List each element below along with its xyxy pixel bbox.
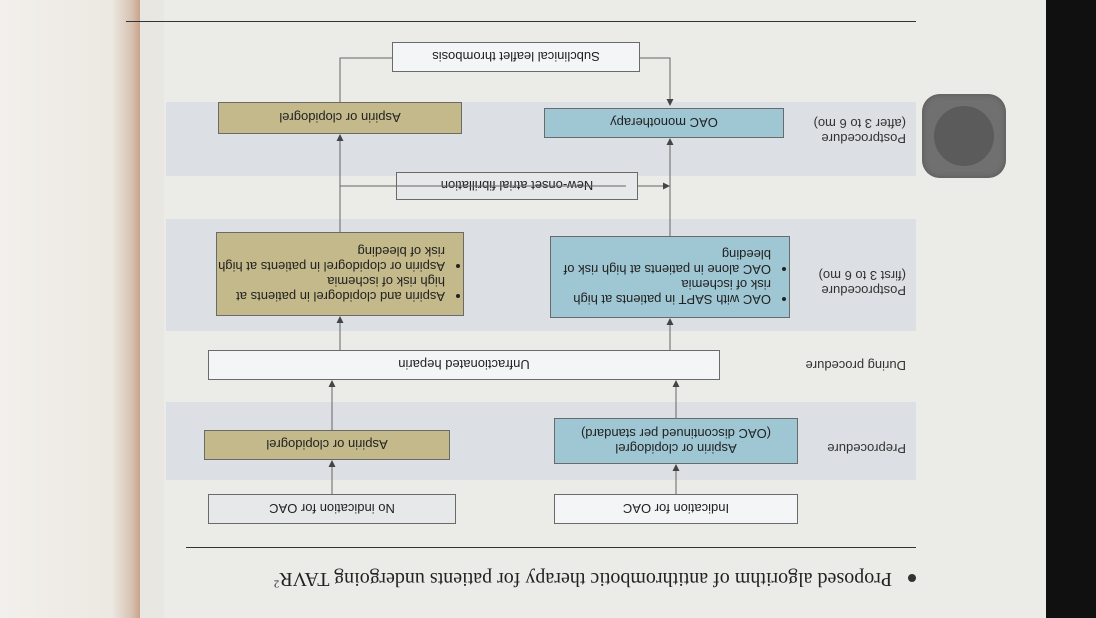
arrow-thrombosis-to-oac [640,57,674,106]
device-bezel [1046,0,1096,618]
connector-thrombosis-from-nooac [339,57,392,102]
flow-connectors [328,57,680,494]
document-page: Proposed algorithm of antithrombotic the… [126,0,1046,618]
background-edge [0,0,140,618]
